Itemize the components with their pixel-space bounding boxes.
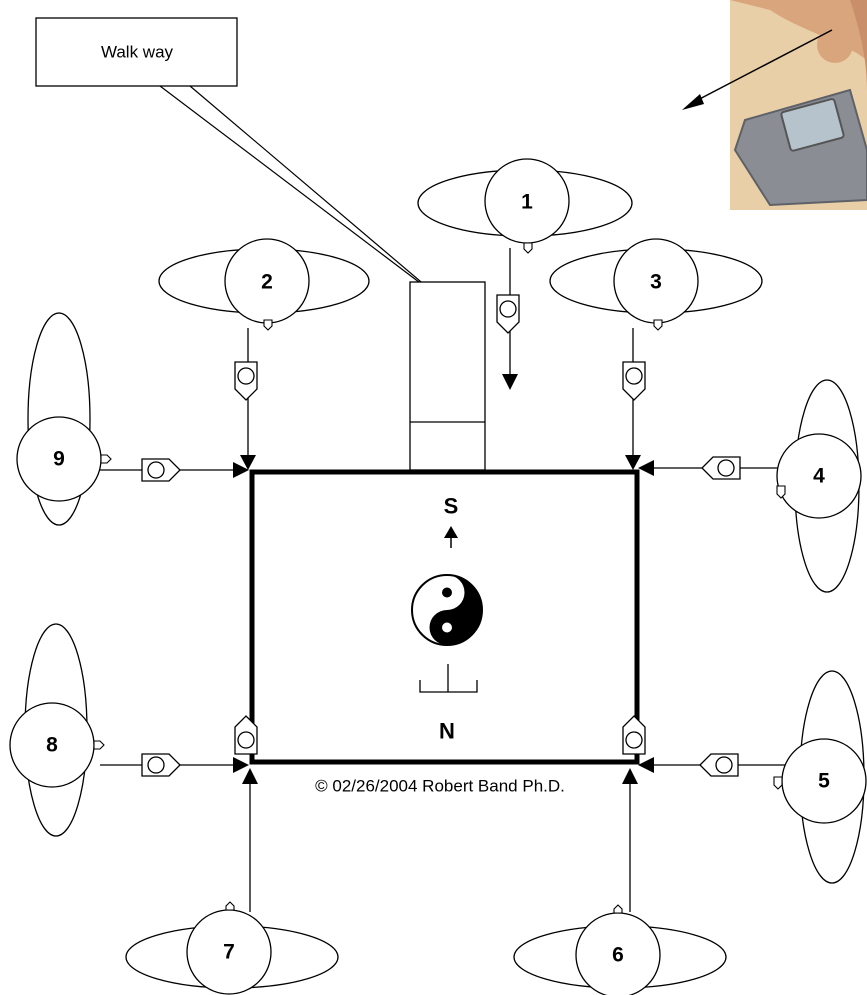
- station-6: 6: [513, 904, 727, 995]
- device-pointer-line: [689, 29, 833, 105]
- station-1-label: 1: [521, 191, 533, 214]
- camera-icon: [699, 753, 739, 777]
- camera-icon: [141, 753, 181, 777]
- camera-icon: [622, 715, 646, 755]
- yin-yang-icon: [411, 574, 483, 646]
- station-3-label: 3: [650, 271, 662, 294]
- station-4-label: 4: [813, 465, 825, 488]
- walkway-callout-label: Walk way: [101, 43, 174, 62]
- station-2-label: 2: [261, 271, 273, 294]
- north-label: N: [439, 719, 455, 744]
- station-4: 4: [776, 379, 862, 593]
- camera-icon: [141, 458, 181, 482]
- copyright-text: © 02/26/2004 Robert Band Ph.D.: [315, 777, 565, 796]
- station-5: 5: [773, 670, 867, 884]
- station-7: 7: [125, 901, 339, 995]
- device-pointer-arrowhead: [682, 94, 704, 110]
- station-3: 3: [549, 238, 763, 331]
- station-7-label: 7: [223, 941, 235, 964]
- camera-icon: [496, 294, 520, 334]
- station-6-label: 6: [612, 944, 624, 967]
- south-label: S: [444, 494, 459, 519]
- walkway-callout: Walk way: [35, 17, 441, 299]
- station-1: 1: [417, 158, 633, 254]
- walkway: [409, 281, 486, 471]
- south-arrow-head: [444, 526, 458, 538]
- room-outline: [249, 469, 640, 765]
- station-9: 9: [16, 312, 112, 526]
- camera-icon: [622, 361, 646, 401]
- station-8: 8: [9, 623, 105, 837]
- station-2: 2: [158, 238, 370, 331]
- station-5-label: 5: [818, 770, 830, 793]
- station-9-label: 9: [53, 448, 65, 471]
- camera-icon: [701, 456, 741, 480]
- camera-icon: [234, 361, 258, 401]
- station-8-label: 8: [46, 734, 58, 757]
- north-marker: [419, 664, 478, 693]
- device-photo: [730, 0, 867, 210]
